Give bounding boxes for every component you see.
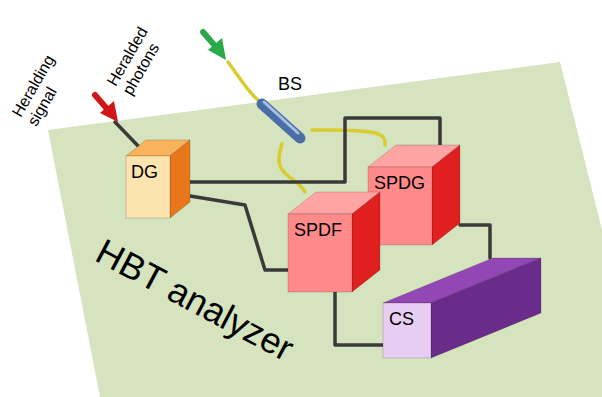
detector-box: SPDG [368,145,460,245]
input-label: Heralding signal [9,40,82,129]
box-side-face [170,140,190,218]
beam-splitter: BS [250,72,312,144]
signal-cable [115,122,142,150]
input-label: Heralded photons [104,9,177,98]
node-label: SPDF [294,220,342,241]
ground-plane [48,62,602,397]
input-arrowhead [208,38,226,60]
counting-system-shape [383,258,541,358]
delay-generator: DG [126,140,190,218]
input-arrow [203,32,216,47]
node-label: BS [278,74,302,95]
input-arrowhead [100,101,118,122]
node-label: SPDG [374,173,425,194]
box-front-face [368,167,432,245]
box-front-face [288,214,352,292]
box-front-face [126,156,170,218]
box-side-face [352,192,380,292]
detector-box-shape [368,145,460,245]
splitter-body [262,104,300,138]
box-side-face [431,258,541,358]
optical-fiber [312,130,385,145]
box-front-face [383,303,431,358]
optical-fiber [279,144,305,192]
gate-cable [190,196,288,270]
counting-system: CS [383,258,541,358]
detector-box-shape [288,192,380,292]
input-fiber [228,62,258,100]
splitter-highlight [264,102,298,133]
node-label: CS [389,309,414,330]
signal-cable [335,292,383,345]
input-arrow [95,95,108,110]
signal-cable [460,225,490,258]
box-side-face [432,145,460,245]
node-label: DG [131,162,158,183]
detector-box: SPDF [288,192,380,292]
